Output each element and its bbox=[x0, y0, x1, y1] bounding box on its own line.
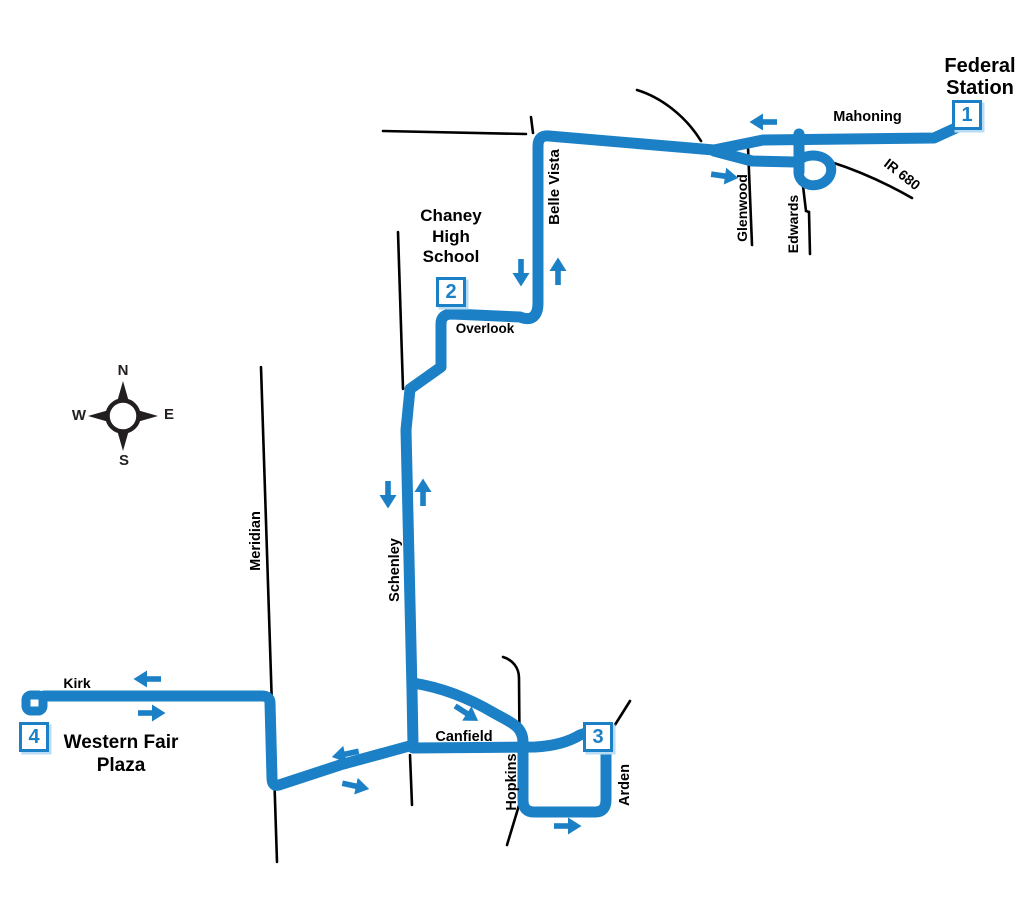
route-edwards-loop bbox=[793, 150, 837, 191]
compass-west-label: W bbox=[71, 407, 87, 424]
label-street-belle-vista: Belle Vista bbox=[546, 149, 563, 225]
compass-rose-icon bbox=[88, 381, 158, 451]
road-hopkins bbox=[501, 655, 522, 847]
label-street-mahoning: Mahoning bbox=[833, 109, 902, 125]
road-curve-northwest bbox=[635, 88, 703, 143]
road-edwards bbox=[801, 184, 812, 256]
road-belle-vista-north-stub bbox=[529, 115, 535, 135]
arrow-south-belle-vista-icon bbox=[512, 259, 530, 287]
stop-marker-1: 1 bbox=[952, 100, 982, 130]
route-main-line bbox=[38, 121, 964, 791]
label-western-fair-plaza: Western Fair Plaza bbox=[63, 732, 179, 777]
route-lower-line bbox=[708, 145, 801, 168]
label-street-kirk: Kirk bbox=[63, 675, 91, 691]
arrow-east-loop-bottom-icon bbox=[554, 817, 582, 835]
arrow-east-canfield-icon bbox=[340, 774, 371, 798]
arrow-south-schenley-icon bbox=[379, 481, 397, 509]
route-hopkins-arden-loop bbox=[407, 677, 612, 818]
label-street-glenwood: Glenwood bbox=[734, 174, 750, 242]
road-ir680 bbox=[829, 160, 914, 200]
label-chaney-high-school: Chaney High School bbox=[420, 206, 482, 267]
label-federal-station: Federal Station bbox=[944, 55, 1016, 99]
road-mahoning-west bbox=[381, 129, 528, 136]
label-street-canfield: Canfield bbox=[435, 729, 493, 745]
route-canfield-east bbox=[407, 725, 598, 754]
arrow-west-mahoning-icon bbox=[749, 113, 777, 131]
road-schenley-south-stub bbox=[408, 753, 414, 807]
route-terminal-loop bbox=[21, 690, 48, 716]
arrow-west-kirk-icon bbox=[133, 670, 161, 688]
label-street-schenley: Schenley bbox=[387, 538, 403, 602]
compass-north-label: N bbox=[117, 362, 129, 379]
label-street-meridian: Meridian bbox=[248, 511, 264, 571]
label-street-edwards: Edwards bbox=[785, 194, 801, 254]
label-street-arden: Arden bbox=[617, 764, 633, 806]
arrow-east-kirk-icon bbox=[138, 704, 166, 722]
compass-south-label: S bbox=[118, 452, 129, 469]
label-street-overlook: Overlook bbox=[455, 321, 515, 336]
stop-marker-4: 4 bbox=[19, 722, 49, 752]
stop-marker-3: 3 bbox=[583, 722, 613, 752]
road-arden bbox=[611, 699, 632, 730]
road-unnamed-chaney bbox=[396, 230, 405, 391]
compass-east-label: E bbox=[163, 406, 174, 423]
arrow-north-schenley-icon bbox=[414, 478, 432, 506]
stop-marker-2: 2 bbox=[436, 277, 466, 307]
label-street-hopkins: Hopkins bbox=[504, 753, 520, 811]
bus-route bbox=[21, 121, 964, 818]
arrow-north-belle-vista-icon bbox=[549, 257, 567, 285]
